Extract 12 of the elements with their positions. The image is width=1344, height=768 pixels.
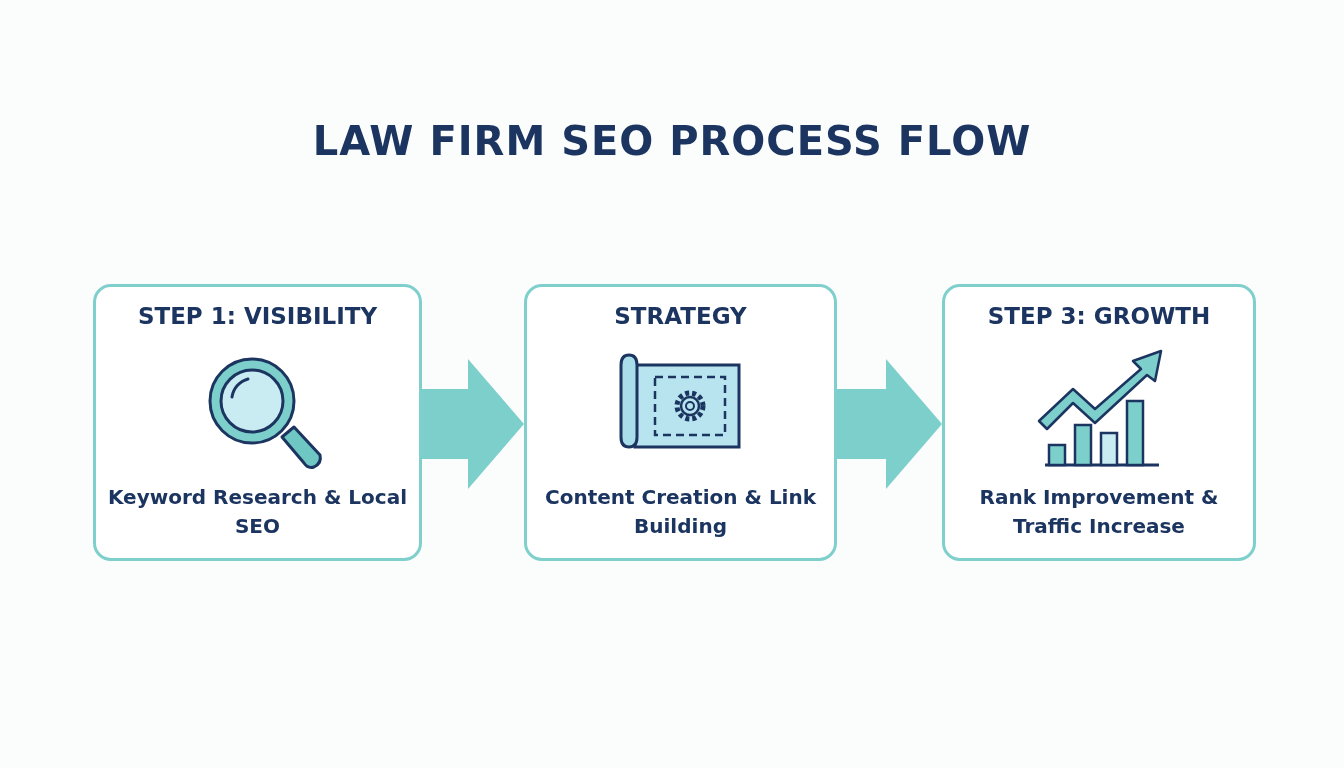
step-heading: STRATEGY xyxy=(614,303,747,329)
step-heading: STEP 1: VISIBILITY xyxy=(137,303,378,329)
block-arrow xyxy=(837,359,942,489)
step-card xyxy=(524,284,837,561)
step-card xyxy=(942,284,1256,561)
step-card xyxy=(93,284,422,561)
step-heading: STEP 3: GROWTH xyxy=(987,303,1211,329)
step-description: Rank Improvement & Traffic Increase xyxy=(978,484,1220,540)
step-description: Content Creation & Link Building xyxy=(543,484,817,540)
step-description: Keyword Research & Local SEO xyxy=(106,484,409,540)
block-arrow xyxy=(422,359,524,489)
title: LAW FIRM SEO PROCESS FLOW xyxy=(311,118,1033,164)
